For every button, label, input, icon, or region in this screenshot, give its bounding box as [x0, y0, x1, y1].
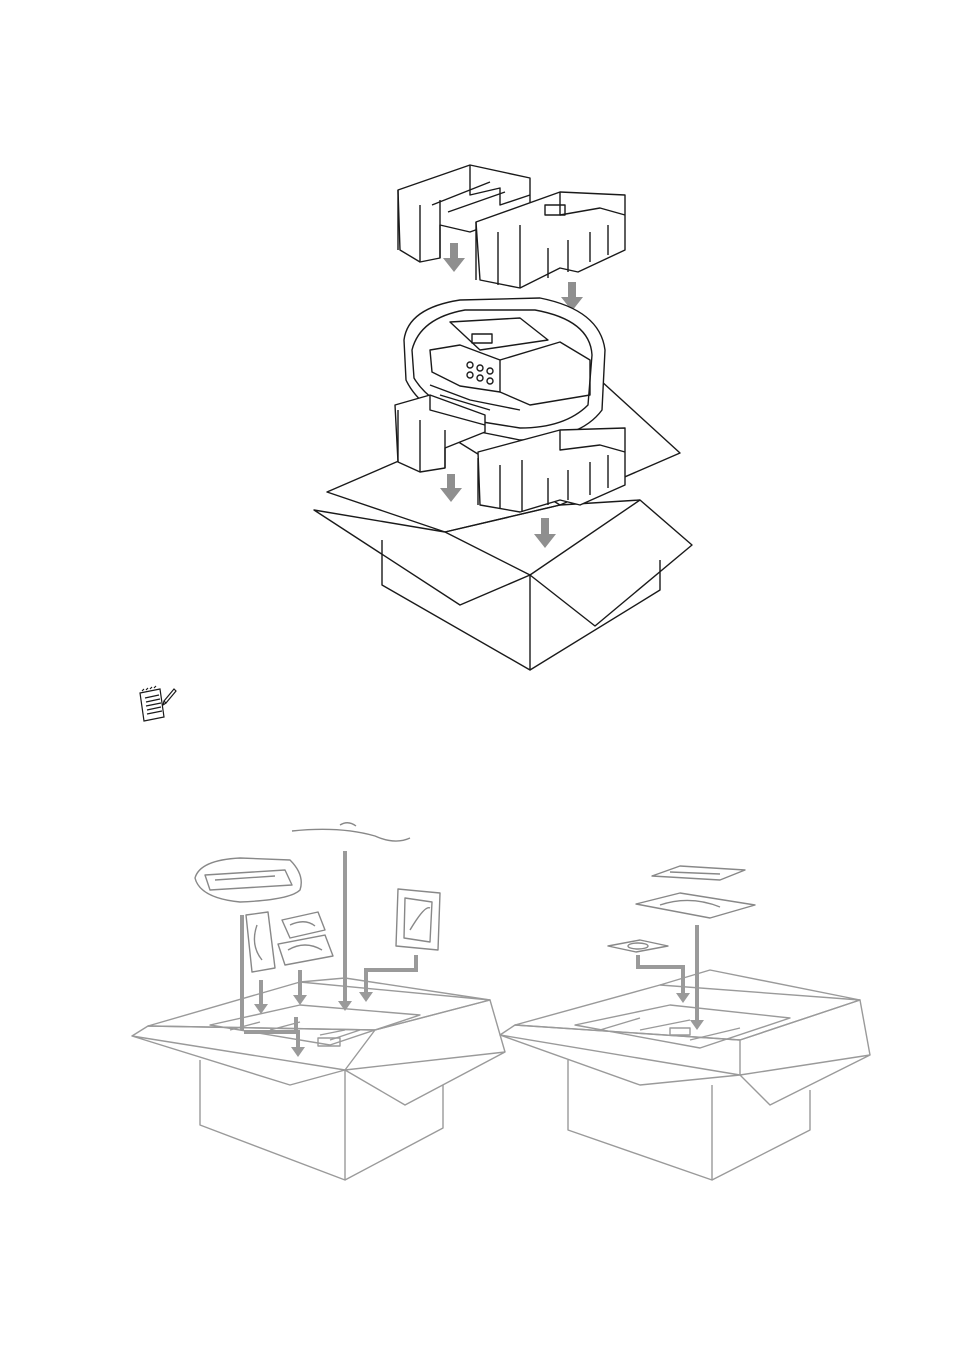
- cord-item-2: [278, 935, 333, 965]
- note-pad-icon: [134, 683, 180, 729]
- sheet-item: [396, 889, 440, 950]
- manual-item-1: [652, 866, 745, 880]
- cable-item: [292, 823, 410, 841]
- cd-item: [608, 940, 668, 952]
- repack-accessories-figure: [132, 823, 505, 1180]
- repack-machine-figure: [0, 0, 954, 700]
- down-arrows-right-box: [636, 925, 704, 1030]
- cord-item-1: [282, 912, 325, 938]
- down-arrows-left-box: [240, 851, 418, 1057]
- handset-item: [246, 912, 275, 972]
- tray-item: [195, 858, 301, 902]
- manual-item-2: [636, 893, 755, 918]
- foam-lower-right: [478, 428, 625, 512]
- repack-manuals-figure: [500, 866, 870, 1180]
